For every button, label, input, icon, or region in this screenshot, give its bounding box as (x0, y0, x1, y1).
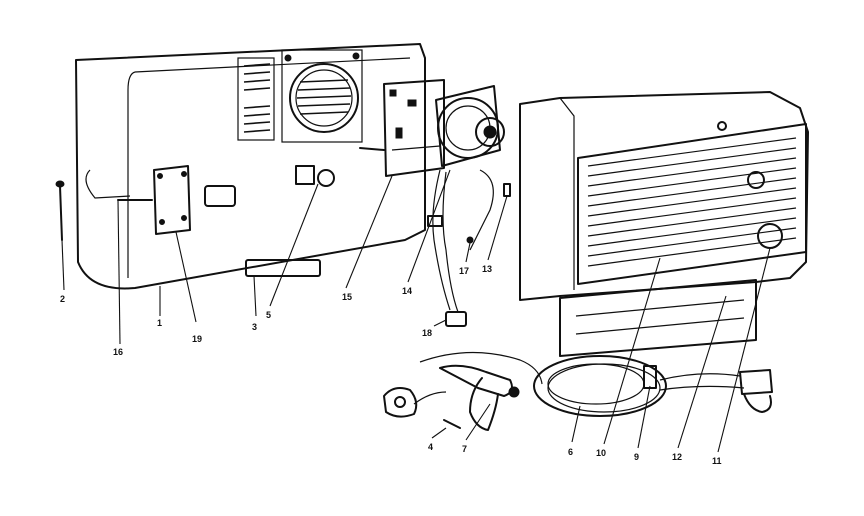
fan-grille (281, 49, 363, 143)
circuit-board (359, 79, 445, 177)
callout-19: 19 (192, 334, 202, 344)
antenna-plug-assembly (383, 351, 543, 431)
callout-2: 2 (60, 294, 65, 304)
leader-lines (61, 169, 771, 453)
callout-13: 13 (482, 264, 492, 274)
callout-17: 17 (459, 266, 469, 276)
mounting-bracket (117, 165, 191, 235)
callout-18: 18 (422, 328, 432, 338)
control-knob (295, 165, 335, 187)
callout-9: 9 (634, 452, 639, 462)
rear-housing (75, 43, 426, 290)
housing-louvre-grille (237, 57, 275, 141)
callout-15: 15 (342, 292, 352, 302)
callout-16: 16 (113, 347, 123, 357)
housing-window (204, 185, 236, 207)
plug-connector (445, 311, 467, 327)
front-cover (519, 91, 809, 357)
callout-6: 6 (568, 447, 573, 457)
callout-11: 11 (712, 456, 722, 466)
callout-12: 12 (672, 452, 682, 462)
callout-4: 4 (428, 442, 433, 452)
callout-3: 3 (252, 322, 257, 332)
screw (55, 180, 65, 241)
callout-labels: 2 16 1 19 3 5 15 14 17 13 18 4 7 6 10 9 … (60, 264, 722, 466)
speaker (435, 85, 505, 251)
callout-7: 7 (462, 444, 467, 454)
callout-10: 10 (596, 448, 606, 458)
speaker-wiring (427, 169, 459, 313)
terminal-clip (503, 183, 511, 197)
callout-5: 5 (266, 310, 271, 320)
callout-14: 14 (402, 286, 412, 296)
callout-1: 1 (157, 318, 162, 328)
power-cord-coil (533, 355, 773, 417)
grommet (466, 236, 474, 244)
nameplate (245, 259, 321, 277)
